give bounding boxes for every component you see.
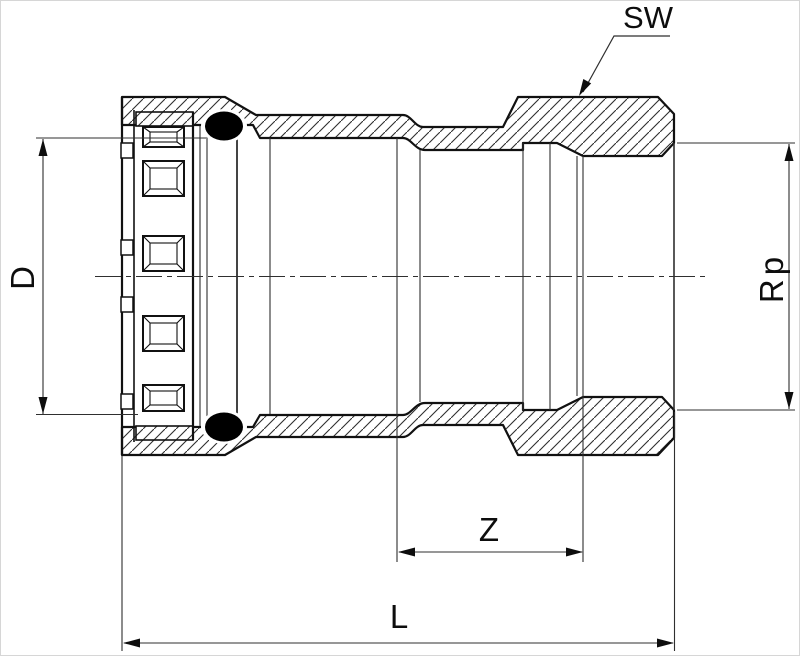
label-rp: Rp [753, 253, 790, 303]
seals [201, 109, 247, 444]
sleeve-cap-notches [120, 142, 134, 410]
dimension-l [121, 412, 676, 651]
sleeve-window-3 [142, 235, 185, 272]
sw-leader-line [582, 35, 670, 93]
o-ring-seal-bottom [205, 412, 243, 442]
bore-step-edges [199, 126, 675, 562]
sleeve-window-5 [142, 384, 185, 412]
sleeve-window-2 [142, 160, 185, 197]
dimension-rp [677, 142, 795, 411]
dimension-sw-leader [575, 35, 670, 99]
cap-notch [120, 142, 134, 159]
label-sw: SW [623, 0, 674, 35]
cap-notch [120, 393, 134, 410]
body-section-walls [120, 95, 676, 457]
sleeve-top-wall [135, 111, 194, 127]
upper-wall-section [120, 95, 676, 158]
sleeve-bottom-wall [135, 425, 194, 441]
sleeve-windows [142, 126, 185, 412]
lower-wall-section [120, 395, 676, 457]
sleeve-window-4 [142, 315, 185, 352]
dimension-d [36, 137, 206, 416]
label-d: D [4, 266, 41, 290]
label-z: Z [479, 511, 499, 548]
dimension-z [398, 547, 583, 557]
cap-notch [120, 296, 134, 313]
sleeve-window-1 [142, 126, 185, 148]
o-ring-seal-top [205, 111, 243, 141]
cap-notch [120, 239, 134, 256]
label-l: L [390, 598, 408, 635]
